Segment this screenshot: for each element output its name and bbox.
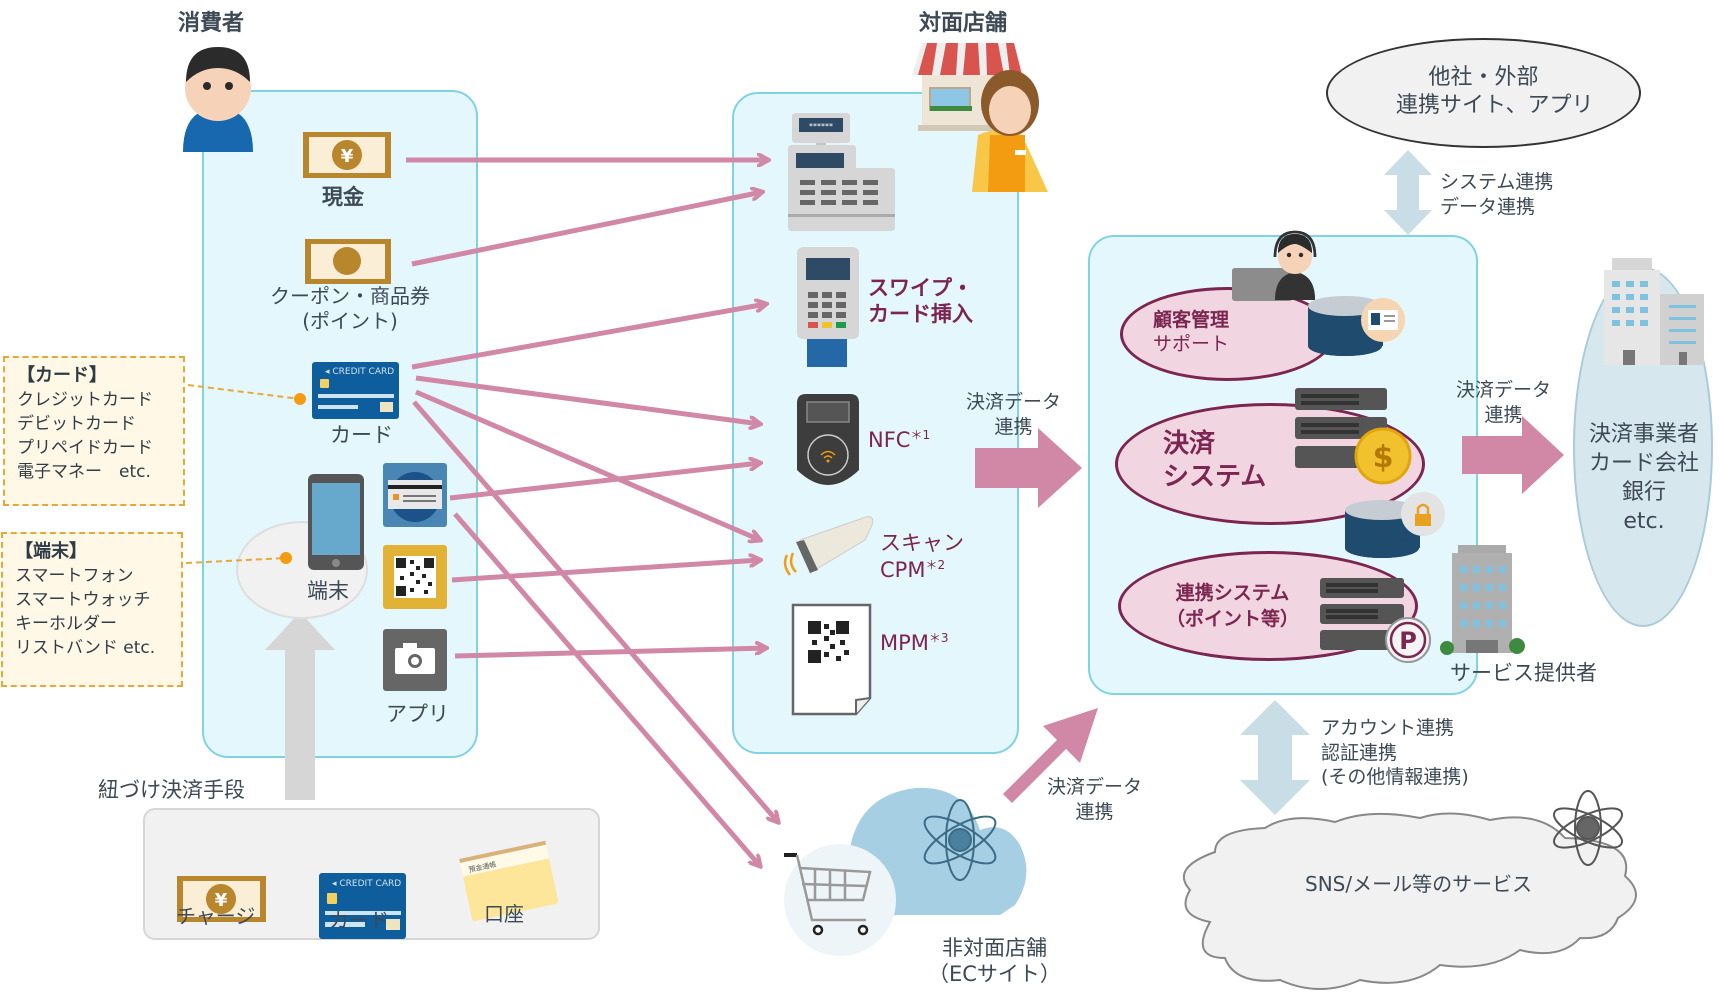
payment-system-oval[interactable]: 決済 システム (1115, 403, 1425, 525)
payment-flow-arrows (406, 160, 778, 866)
arrow-sns-link (1240, 700, 1310, 815)
coupon-icon (305, 239, 391, 284)
store-title: 対面店舗 (919, 11, 1008, 36)
arrow-card-to-nfc (415, 375, 760, 424)
mpm-qr-sheet-icon (791, 603, 872, 716)
scan-cpm-label: スキャン CPM＊2 (880, 531, 964, 583)
sns-cloud-icon (1182, 790, 1637, 990)
linkage-system-label: 連携システム （ポイント等） (1166, 582, 1300, 630)
linked-credit-card-icon: ◂ CREDIT CARD (319, 873, 406, 939)
storefront-icon (912, 43, 1024, 131)
arrow-qr-to-scanner (451, 560, 760, 583)
svg-text:******: ****** (809, 122, 833, 131)
arrow-linked-payment-up (265, 612, 335, 800)
arrow-card-to-ec (412, 400, 778, 822)
arrow-card-to-terminal (411, 304, 766, 370)
barcode-scanner-icon (783, 516, 874, 576)
cash-label: 現金 (322, 185, 364, 209)
online-store-label: 非対面店舗 （ECサイト） (928, 936, 1061, 987)
arrow-service-to-bank (1462, 416, 1564, 494)
arrow-store-to-service (975, 428, 1082, 508)
flow-label-ec-to-service: 決済データ 連携 (1047, 776, 1143, 823)
bank-passbook-icon: 預金通帳 (459, 840, 559, 922)
flow-label-external: システム連携 データ連携 (1440, 171, 1554, 218)
external-sites-label: 他社・外部 連携サイト、アプリ (1396, 65, 1594, 118)
qr-tile-icon (383, 545, 447, 609)
nfc-label: NFC＊1 (868, 428, 931, 452)
card-label: カード (330, 423, 393, 447)
svg-text:P: P (1399, 627, 1417, 655)
ic-card-tile-icon (383, 463, 447, 527)
arrow-iccard-to-ec (453, 512, 760, 866)
device-callout-dot (280, 552, 292, 564)
arrow-external-link (1384, 150, 1432, 235)
consumer-title: 消費者 (178, 11, 245, 36)
linked-item-charge: チャージ (176, 904, 256, 928)
arrow-camera-to-mpm (454, 648, 766, 659)
app-label: アプリ (386, 702, 449, 726)
linked-payment-title: 紐づけ決済手段 (98, 778, 245, 802)
mpm-label: MPM＊3 (880, 631, 949, 655)
service-provider-title: サービス提供者 (1450, 661, 1597, 685)
sns-services-label: SNS/メール等のサービス (1305, 872, 1533, 896)
store-clerk-icon (972, 70, 1048, 192)
external-ellipse (1326, 38, 1641, 148)
arrow-coupon-to-register (411, 192, 762, 267)
smartphone-icon (308, 474, 364, 570)
coupon-label: クーポン・商品券 (ポイント) (270, 284, 430, 333)
card-callout-dot (294, 393, 306, 405)
linked-item-account: 口座 (484, 902, 524, 926)
charge-bill-icon: ¥ (177, 876, 266, 922)
svg-text:¥: ¥ (341, 146, 354, 167)
svg-text:◂ CREDIT CARD: ◂ CREDIT CARD (332, 879, 401, 889)
bank-label: 決済事業者 カード会社 銀行 etc. (1588, 422, 1699, 534)
camera-app-tile-icon (383, 629, 447, 691)
atom-globe-icon (923, 799, 997, 881)
arrow-ec-to-service (1003, 708, 1098, 803)
payment-system-label: 決済 システム (1163, 429, 1267, 492)
credit-card-icon: ◂ CREDIT CARD (312, 362, 399, 419)
device-label: 端末 (307, 579, 349, 603)
service-provider-building-icon (1440, 545, 1525, 655)
crm-support-oval[interactable]: 顧客管理 サポート (1120, 287, 1335, 381)
shopping-cart-icon (784, 853, 872, 936)
cash-register-icon: ****** (788, 113, 895, 231)
card-types-callout: 【カード】 クレジットカード デビットカード プリペイドカード 電子マネー et… (3, 356, 185, 506)
flow-label-service-to-bank: 決済データ 連携 (1456, 379, 1552, 426)
linkage-system-oval[interactable]: 連携システム （ポイント等） (1118, 551, 1418, 661)
arrow-iccard-to-nfc (449, 463, 760, 501)
svg-text:◂ CREDIT CARD: ◂ CREDIT CARD (325, 367, 394, 377)
consumer-person-icon (183, 47, 253, 152)
card-terminal-icon (797, 247, 859, 367)
cash-bill-icon: ¥ (303, 132, 391, 178)
linked-item-card: カード (329, 908, 389, 932)
bank-building-icon (1604, 258, 1704, 365)
crm-label: 顧客管理 サポート (1153, 309, 1230, 355)
arrow-card-to-scanner (415, 389, 760, 540)
flow-label-store-to-service: 決済データ 連携 (966, 391, 1062, 438)
swipe-label: スワイプ・ カード挿入 (868, 276, 973, 327)
device-types-callout: 【端末】 スマートフォン スマートウォッチ キーホルダー リストバンド etc. (1, 532, 183, 687)
flow-label-sns: アカウント連携 認証連携 (その他情報連携) (1321, 717, 1469, 789)
svg-text:¥: ¥ (215, 890, 228, 911)
sns-atom-icon (1553, 790, 1623, 866)
nfc-reader-icon (797, 394, 859, 485)
